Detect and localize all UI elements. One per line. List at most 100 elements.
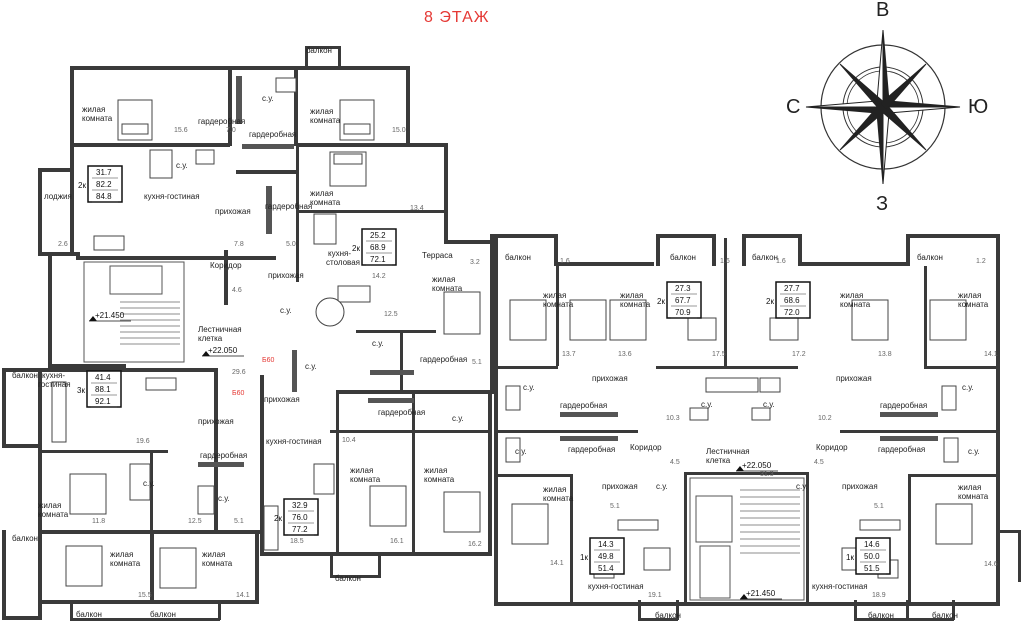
room-area: 3.2	[470, 259, 480, 266]
room-area: 4.5	[814, 459, 824, 466]
apartment-area-value: 14.3	[598, 540, 614, 549]
room-label: кухня-	[42, 371, 65, 380]
room-area: 7.0	[226, 127, 236, 134]
room-label: комната	[310, 116, 341, 125]
room-area: 13.8	[878, 351, 892, 358]
room-label: гардеробная	[378, 408, 425, 417]
room-label: Коридор	[816, 443, 848, 452]
room-area: 13.7	[562, 351, 576, 358]
room-label: клетка	[198, 334, 223, 343]
room-area: 1.6	[720, 258, 730, 265]
room-label: жилая	[543, 485, 566, 494]
room-label: комната	[202, 559, 233, 568]
room-label: балкон	[12, 534, 38, 543]
room-area: 1.6	[776, 258, 786, 265]
stairs-left	[83, 261, 185, 363]
room-area: 4.5	[670, 459, 680, 466]
room-label: балкон	[932, 611, 958, 620]
room-area: 1.6	[560, 258, 570, 265]
room-label: жилая	[424, 466, 447, 475]
apartment-box-frame	[86, 370, 122, 408]
apartment-area-value: 25.2	[370, 231, 386, 240]
elevation-mark: +21.450	[740, 589, 782, 600]
room-area: 15.6	[174, 127, 188, 134]
room-area: 12.5	[384, 311, 398, 318]
apartment-info-layer: 2к31.782.284.82к25.268.972.13к41.488.192…	[77, 165, 891, 575]
room-label: гардеробная	[200, 451, 247, 460]
room-label: жилая	[432, 275, 455, 284]
apartment-room-count: 2к	[274, 514, 282, 523]
room-label: комната	[82, 114, 113, 123]
room-label: балкон	[150, 610, 176, 619]
room-label: балкон	[505, 253, 531, 262]
apartment-area-value: 92.1	[95, 397, 111, 406]
room-area: 5.1	[472, 359, 482, 366]
wardrobe-shelving	[198, 76, 938, 467]
apartment-box-frame	[775, 281, 811, 319]
compass-rose: В З С Ю	[786, 0, 988, 215]
apartment-area-value: 84.8	[96, 192, 112, 201]
room-area: 5.1	[874, 503, 884, 510]
apartment-area-value: 50.0	[864, 552, 880, 561]
room-label: жилая	[310, 107, 333, 116]
apartment-area-value: 41.4	[95, 373, 111, 382]
apartment-area-value: 51.5	[864, 564, 880, 573]
apartment-room-count: 2к	[78, 181, 86, 190]
room-label: прихожая	[592, 374, 628, 383]
room-label: с.у.	[176, 161, 188, 170]
floor-title: 8 ЭТАЖ	[424, 9, 490, 26]
room-area: 14.1	[236, 592, 250, 599]
apartment-area-value: 72.0	[784, 308, 800, 317]
room-label: комната	[432, 284, 463, 293]
room-area: 17.2	[792, 351, 806, 358]
room-label: лоджия	[44, 192, 72, 201]
room-label: жилая	[38, 501, 61, 510]
compass-west: С	[786, 96, 800, 118]
room-label: прихожая	[602, 482, 638, 491]
room-label: гардеробная	[568, 445, 615, 454]
room-label: Коридор	[630, 443, 662, 452]
room-area: 18.9	[872, 592, 886, 599]
room-label: комната	[958, 300, 989, 309]
apartment-area-value: 32.9	[292, 501, 308, 510]
room-area: 1.2	[976, 258, 986, 265]
room-area: 19.6	[136, 438, 150, 445]
room-label: балкон	[752, 253, 778, 262]
apartment-area-value: 77.2	[292, 525, 308, 534]
room-area: 14.6	[984, 561, 998, 568]
room-label: прихожая	[215, 207, 251, 216]
room-label: жилая	[543, 291, 566, 300]
room-label: комната	[543, 494, 574, 503]
room-label: с.у.	[372, 339, 384, 348]
room-label: комната	[110, 559, 141, 568]
left-section-walls	[2, 46, 494, 621]
room-area: 2.6	[58, 241, 68, 248]
apartment-area-value: 49.8	[598, 552, 614, 561]
room-label: комната	[620, 300, 651, 309]
room-area: 14.1	[550, 560, 564, 567]
room-label: Лестничная	[198, 325, 242, 334]
apartment-room-count: 3к	[77, 386, 85, 395]
room-label: с.у.	[968, 447, 980, 456]
room-area: 19.1	[648, 592, 662, 599]
room-area: 10.2	[818, 415, 832, 422]
room-area: 5.0	[286, 241, 296, 248]
apartment-box-frame	[87, 165, 123, 203]
red-dimension-mark: Б60	[262, 357, 274, 364]
room-label: балкон	[868, 611, 894, 620]
room-label: с.у.	[796, 482, 808, 491]
room-label: с.у.	[280, 306, 292, 315]
stairs-right	[689, 477, 805, 601]
room-label: комната	[38, 510, 69, 519]
apartment-room-count: 2к	[657, 297, 665, 306]
room-label: с.у.	[452, 414, 464, 423]
room-label: Лестничная	[706, 447, 750, 456]
room-area: 11.8	[92, 518, 105, 525]
room-area: 10.4	[342, 437, 356, 444]
room-label: комната	[424, 475, 455, 484]
room-label: с.у.	[515, 447, 527, 456]
